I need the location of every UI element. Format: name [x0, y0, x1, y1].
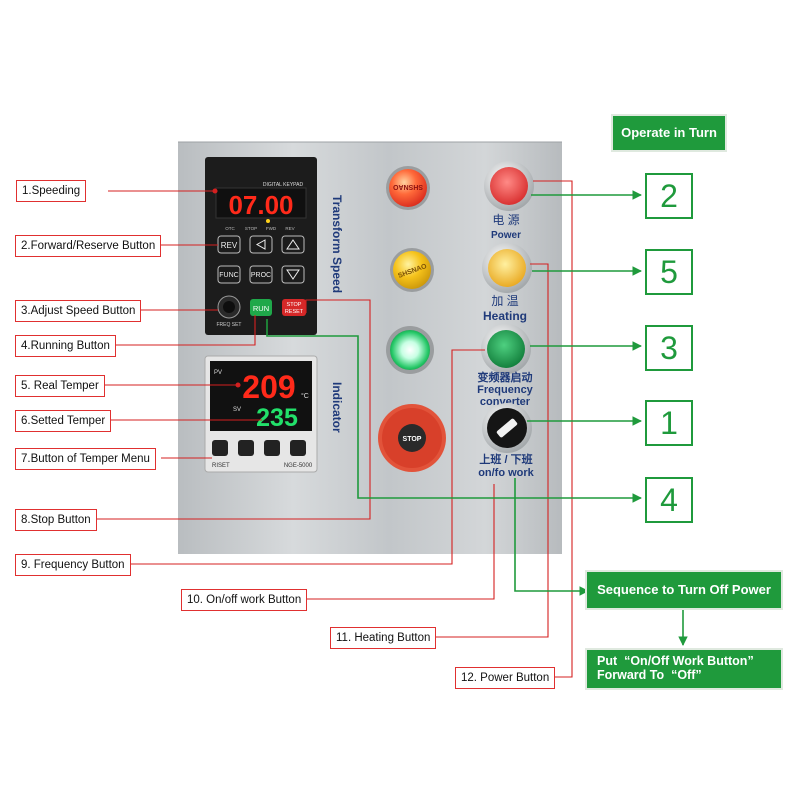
func-key[interactable]: [217, 265, 241, 284]
label-power: 12. Power Button: [455, 667, 556, 689]
operate-in-turn-box: Operate in Turn: [611, 114, 727, 152]
down-arrow-icon: [286, 269, 300, 280]
unit-label: °C: [301, 392, 309, 400]
proc-key[interactable]: [249, 265, 273, 284]
label-speeding: 1.Speeding: [16, 180, 87, 202]
keypad-status-stop: STOP: [245, 226, 257, 231]
work-cn-label: 上班 / 下班: [479, 452, 532, 466]
controller-model: NGE-5000: [284, 463, 313, 469]
label-running: 4.Running Button: [15, 335, 116, 357]
heating-button[interactable]: [488, 249, 526, 287]
sv-label: SV: [233, 407, 241, 413]
label-setted-temper: 6.Setted Temper: [15, 410, 112, 432]
down-arrow-key[interactable]: [281, 265, 305, 284]
keypad-status-fwd: FWD: [266, 226, 277, 231]
frequency-button[interactable]: [487, 330, 525, 368]
freq-set-label: FREQ SET: [216, 322, 241, 328]
order-number-heating: 5: [645, 249, 693, 295]
temper-menu-key-2[interactable]: [238, 440, 254, 456]
transform-speed-label: Transform Speed: [330, 195, 344, 293]
sequence-instruction-line1: Put “On/Off Work Button”: [597, 654, 754, 668]
power-cn-label: 电 源: [492, 213, 519, 227]
heating-en-label: Heating: [483, 309, 527, 323]
keypad-status-rev: REV: [285, 226, 294, 231]
func-key-label: FUNC: [219, 272, 238, 279]
temper-menu-key-4[interactable]: [290, 440, 306, 456]
temperature-controller: PV 209 °C SV 235 RISET NGE-5000: [204, 355, 318, 473]
indicator-label: Indicator: [330, 382, 344, 433]
keypad-header: DIGITAL KEYPAD: [263, 182, 304, 188]
work-en-label: on/fo work: [478, 467, 534, 479]
order-number-on-off-work: 1: [645, 400, 693, 446]
label-forward-reverse: 2.Forward/Reserve Button: [15, 235, 162, 257]
proc-key-label: PROC: [251, 272, 271, 279]
label-real-temper: 5. Real Temper: [15, 375, 105, 397]
keypad-status-otc: OTC: [225, 226, 235, 231]
pv-label: PV: [214, 370, 222, 376]
temper-menu-key-1[interactable]: [212, 440, 228, 456]
estop-label: STOP: [403, 436, 422, 443]
power-button[interactable]: [490, 167, 528, 205]
freq-cn-label: 变频器启动: [478, 370, 533, 384]
controller-left-label: RISET: [212, 463, 230, 469]
order-number-frequency: 3: [645, 325, 693, 371]
left-arrow-icon: [255, 239, 266, 250]
label-heating: 11. Heating Button: [330, 627, 437, 649]
speed-display: 07.00: [228, 190, 293, 220]
red-lamp-brand: SHSNAO: [392, 183, 423, 190]
sequence-title-box: Sequence to Turn Off Power: [585, 570, 783, 610]
run-key[interactable]: [250, 299, 272, 316]
temper-menu-key-3[interactable]: [264, 440, 280, 456]
order-number-running: 4: [645, 477, 693, 523]
digital-keypad: DIGITAL KEYPAD 07.00 OTC STOP FWD REV RE…: [205, 157, 317, 335]
label-stop: 8.Stop Button: [15, 509, 97, 531]
label-on-off-work: 10. On/off work Button: [181, 589, 308, 611]
freq-en-label-1: Frequency: [477, 384, 534, 396]
stop-key-label: STOP: [287, 302, 302, 308]
power-indicator-lamp: [389, 169, 427, 207]
pv-display: 209: [242, 369, 295, 405]
rev-key-label: REV: [221, 241, 238, 250]
red-leader-lines: [96, 180, 573, 678]
power-en-label: Power: [491, 230, 521, 241]
label-adjust-speed: 3.Adjust Speed Button: [15, 300, 142, 322]
order-number-power: 2: [645, 173, 693, 219]
reset-key-label: RESET: [285, 309, 304, 315]
left-arrow-key[interactable]: [249, 235, 273, 254]
run-key-label: RUN: [253, 304, 269, 313]
heating-cn-label: 加 温: [491, 294, 518, 308]
label-temper-menu: 7.Button of Temper Menu: [15, 448, 156, 470]
sv-display: 235: [256, 404, 298, 432]
green-flow-lines: [266, 190, 688, 646]
freq-en-label-2: converter: [480, 396, 531, 408]
frequency-indicator-lamp: [390, 330, 430, 370]
up-arrow-key[interactable]: [281, 235, 305, 254]
sequence-instruction-line2: Forward To “Off”: [597, 668, 702, 682]
stop-icon: [398, 424, 426, 452]
up-arrow-icon: [286, 239, 300, 250]
heating-indicator-lamp: [393, 251, 431, 289]
stop-reset-key[interactable]: [282, 299, 306, 316]
label-frequency: 9. Frequency Button: [15, 554, 131, 576]
sequence-instruction-box: Put “On/Off Work Button” Forward To “Off…: [585, 648, 783, 690]
